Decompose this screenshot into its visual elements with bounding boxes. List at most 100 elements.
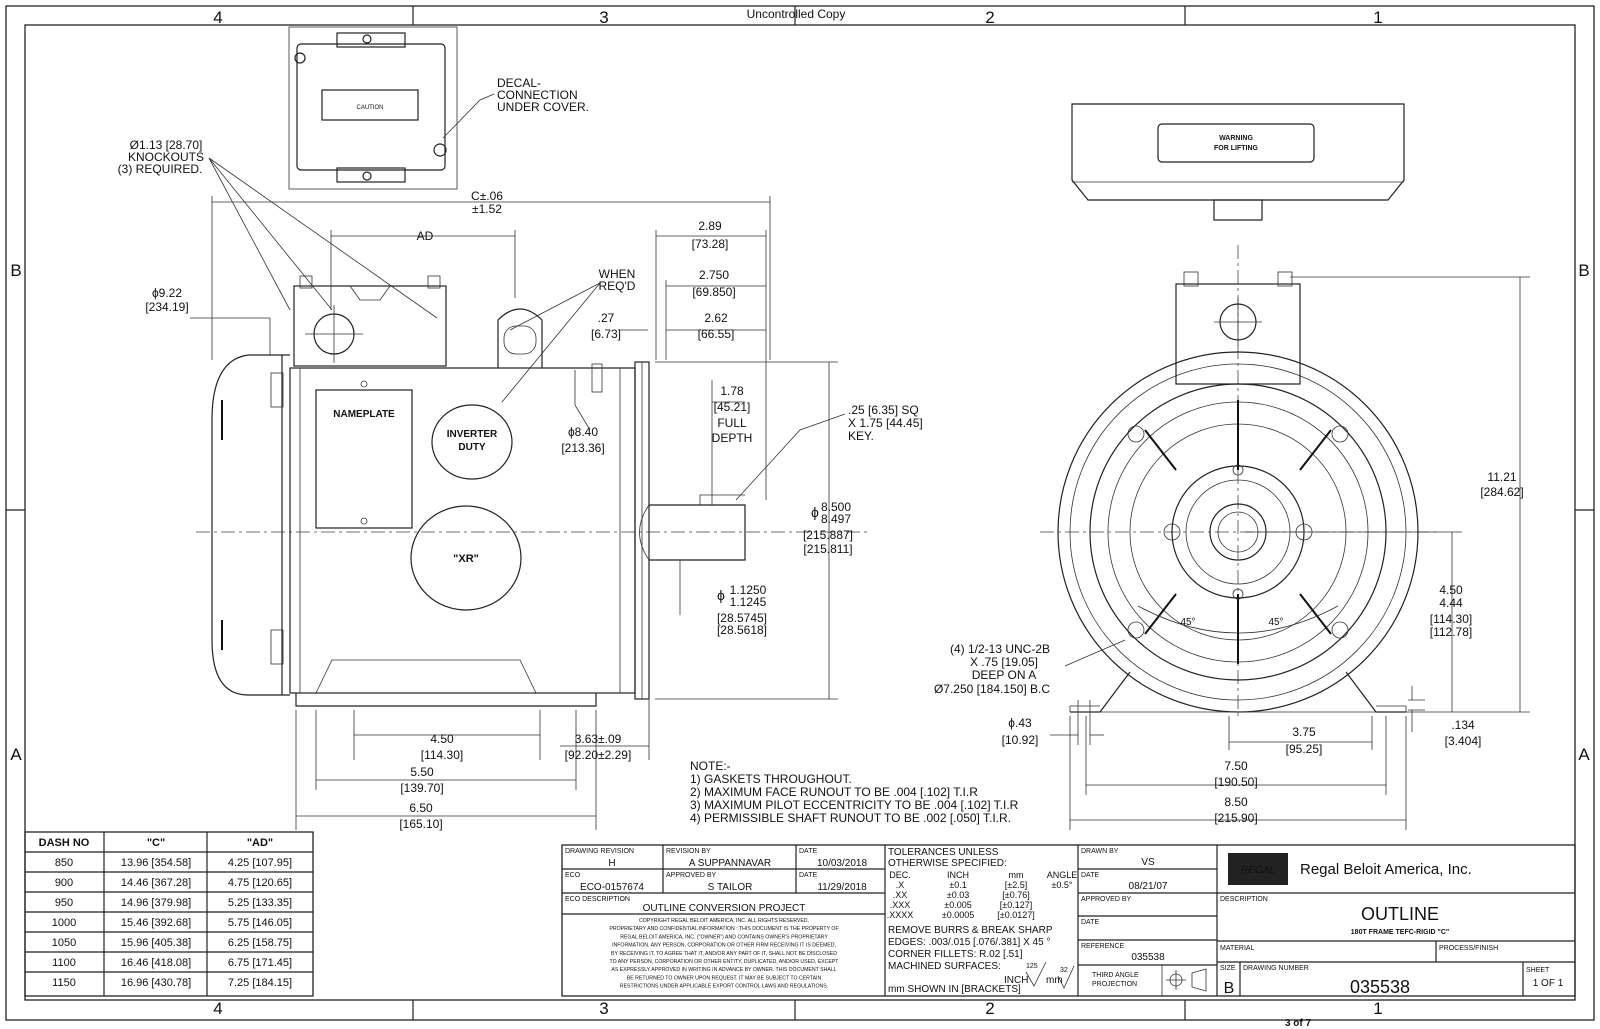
note-4: 4) PERMISSIBLE SHAFT RUNOUT TO BE .002 [… bbox=[690, 811, 1011, 825]
material-label: MATERIAL bbox=[1220, 945, 1255, 952]
dia8500-3: [215.887] bbox=[803, 528, 853, 542]
drawing-revision: H bbox=[608, 858, 615, 869]
date4-label: DATE bbox=[1081, 919, 1099, 926]
inverter-line-1: INVERTER bbox=[447, 429, 498, 440]
unc-4: Ø7.250 [184.150] B.C bbox=[934, 682, 1050, 696]
d43-2: [10.92] bbox=[1002, 733, 1039, 747]
mm-shown: mm SHOWN IN [BRACKETS] bbox=[888, 984, 1021, 995]
projection-2: PROJECTION bbox=[1092, 981, 1137, 988]
drawn-by: VS bbox=[1141, 857, 1155, 868]
dia8500-sym: ϕ bbox=[811, 504, 819, 520]
note-3: 3) MAXIMUM PILOT ECCENTRICITY TO BE .004… bbox=[690, 798, 1019, 812]
reference: 035538 bbox=[1131, 952, 1165, 963]
ad-dim: AD bbox=[417, 229, 434, 243]
d262-2: [66.55] bbox=[698, 327, 735, 341]
process-label: PROCESS/FINISH bbox=[1439, 945, 1498, 952]
tolerance-cell: [±0.76] bbox=[1002, 890, 1029, 900]
side-dims bbox=[190, 196, 846, 830]
dia1125-1: 1.1250 bbox=[730, 583, 767, 597]
tolerance-cell: ±0.1 bbox=[949, 880, 966, 890]
d134-2: [3.404] bbox=[1445, 734, 1482, 748]
size: B bbox=[1224, 980, 1235, 997]
dash-table-cell: 4.75 [120.65] bbox=[228, 877, 292, 889]
zone-bottom-2: 2 bbox=[985, 999, 994, 1018]
d450r-3: [114.30] bbox=[1430, 612, 1472, 626]
dia1125-2: 1.1245 bbox=[730, 595, 767, 609]
dash-table-cell: 1150 bbox=[52, 977, 76, 989]
zone-top-4: 4 bbox=[213, 8, 222, 27]
sheet-label: SHEET bbox=[1526, 967, 1550, 974]
tolerance-header: ANGLE bbox=[1047, 870, 1078, 880]
tolerance-header: DEC. bbox=[889, 870, 911, 880]
d450r-2: 4.44 bbox=[1439, 596, 1463, 610]
inverter-line-2: DUTY bbox=[458, 442, 486, 453]
dash-table-header: "AD" bbox=[247, 837, 273, 849]
tolerance-cell: [±0.0127] bbox=[997, 910, 1034, 920]
tolerance-cell: .XXX bbox=[890, 900, 911, 910]
dia8500-1: 8.500 bbox=[821, 500, 851, 514]
zone-left-a: A bbox=[10, 745, 22, 764]
eco-desc: OUTLINE CONVERSION PROJECT bbox=[643, 903, 806, 914]
when-1: WHEN bbox=[599, 267, 636, 281]
edges: EDGES: .003/.015 [.076/.381] X 45 ° bbox=[888, 937, 1050, 948]
tolerance-cell: ±0.0005 bbox=[942, 910, 974, 920]
machined: MACHINED SURFACES: bbox=[888, 961, 1001, 972]
note-2: 2) MAXIMUM FACE RUNOUT TO BE .004 [.102]… bbox=[690, 785, 978, 799]
dash-table-header: DASH NO bbox=[39, 837, 90, 849]
c-dim-1: C±.06 bbox=[471, 189, 503, 203]
surf-125: 125 bbox=[1026, 963, 1038, 970]
d450r-4: [112.78] bbox=[1430, 625, 1472, 639]
d375-1: 3.75 bbox=[1292, 725, 1316, 739]
tolerances-1: TOLERANCES UNLESS bbox=[888, 847, 999, 858]
tolerance-cell: ±0.005 bbox=[944, 900, 971, 910]
d650-1: 6.50 bbox=[409, 801, 433, 815]
conduit-box-detail: CAUTION bbox=[288, 26, 458, 190]
eco-desc-label: ECO DESCRIPTION bbox=[565, 896, 630, 903]
knockouts-line-2: KNOCKOUTS bbox=[128, 150, 204, 164]
revision-by-label: REVISION BY bbox=[666, 848, 711, 855]
decal-line-3: UNDER COVER. bbox=[497, 100, 589, 114]
uncontrolled-copy: Uncontrolled Copy bbox=[747, 7, 846, 21]
d850-2: [215.90] bbox=[1214, 811, 1257, 825]
copyright-line: COPYRIGHT REGAL BELOIT AMERICA, INC. ALL… bbox=[639, 918, 809, 924]
tolerance-cell: ±0.03 bbox=[947, 890, 969, 900]
d450r-1: 4.50 bbox=[1439, 583, 1463, 597]
projection-1: THIRD ANGLE bbox=[1092, 972, 1139, 979]
tolerance-cell: .XX bbox=[893, 890, 908, 900]
decal-line-2: CONNECTION bbox=[497, 88, 578, 102]
angle-left: 45° bbox=[1180, 617, 1195, 628]
inner-border bbox=[24, 24, 1576, 1001]
approved-by-label: APPROVED BY bbox=[666, 872, 717, 879]
dash-table-cell: 14.96 [379.98] bbox=[121, 897, 191, 909]
copyright-line: TO ANY PERSON, CORPORATION OR OTHER ENTI… bbox=[610, 959, 840, 965]
copyright-line: PROPRIETARY AND CONFIDENTIAL INFORMATION… bbox=[609, 926, 838, 932]
inch-label: INCH bbox=[1004, 975, 1028, 986]
surf-32: 32 bbox=[1060, 967, 1068, 974]
revision-by: A SUPPANNAVAR bbox=[689, 858, 771, 869]
dia922-2: [234.19] bbox=[145, 300, 188, 314]
d2750-1: 2.750 bbox=[699, 268, 729, 282]
tolerance-cell: [±0.127] bbox=[1000, 900, 1032, 910]
d289-2: [73.28] bbox=[692, 237, 729, 251]
warning-1: WARNING bbox=[1219, 135, 1253, 142]
motor-side-view: NAMEPLATE INVERTER DUTY "XR" bbox=[196, 275, 870, 707]
eco-label: ECO bbox=[565, 872, 581, 879]
zone-top-1: 1 bbox=[1373, 8, 1382, 27]
key-1: .25 [6.35] SQ bbox=[848, 403, 919, 417]
date3-label: DATE bbox=[1081, 872, 1099, 879]
d27-2: [6.73] bbox=[591, 327, 621, 341]
dash-table-cell: 7.25 [184.15] bbox=[228, 977, 292, 989]
surface-finish-symbols bbox=[1025, 961, 1075, 989]
dash-table-header: "C" bbox=[147, 837, 165, 849]
date3: 08/21/07 bbox=[1129, 881, 1168, 892]
date1: 10/03/2018 bbox=[817, 858, 867, 869]
dash-table-cell: 1100 bbox=[52, 957, 76, 969]
knockouts-line-3: (3) REQUIRED. bbox=[118, 162, 203, 176]
d43-1: ϕ.43 bbox=[1008, 716, 1032, 730]
dash-table-cell: 15.46 [392.68] bbox=[121, 917, 191, 929]
d363-1: 3.63±.09 bbox=[575, 732, 622, 746]
d1121-1: 11.21 bbox=[1487, 470, 1516, 484]
dia1125-3: [28.5745] bbox=[717, 611, 767, 625]
copyright-line: RESTRICTIONS UNDER APPLICABLE EXPORT CON… bbox=[620, 984, 828, 990]
